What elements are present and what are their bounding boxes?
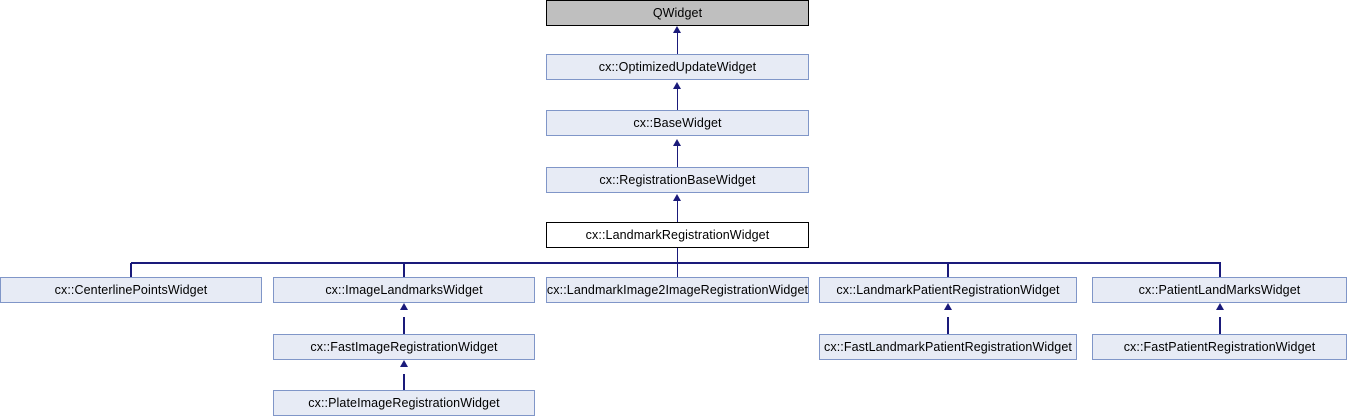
class-node-label: cx::LandmarkPatientRegistrationWidget: [836, 282, 1060, 297]
inheritance-arrow-icon: [400, 303, 408, 310]
inheritance-arrow-icon: [944, 303, 952, 310]
class-node-landmarkpatientregistrationwidget[interactable]: cx::LandmarkPatientRegistrationWidget: [819, 277, 1077, 303]
class-node-label: cx::BaseWidget: [633, 115, 722, 130]
edge-registrationbasewidget-to-basewidget: [676, 146, 679, 167]
edge-fastimageregistrationwidget-to-imagelandmarkswidget: [403, 317, 405, 335]
class-node-plateimageregistrationwidget[interactable]: cx::PlateImageRegistrationWidget: [273, 390, 535, 416]
edge-basewidget-to-optimizedupdatewidget: [676, 89, 679, 110]
class-node-label: cx::FastImageRegistrationWidget: [310, 339, 498, 354]
class-node-optimizedupdatewidget[interactable]: cx::OptimizedUpdateWidget: [546, 54, 809, 80]
class-node-label: cx::PlateImageRegistrationWidget: [308, 395, 500, 410]
edge-plateimageregistrationwidget-to-fastimageregistrationwidget: [403, 374, 405, 391]
edge-optimizedupdatewidget-to-qwidget: [676, 33, 679, 54]
class-node-label: cx::LandmarkRegistrationWidget: [585, 227, 770, 242]
class-node-label: QWidget: [652, 5, 703, 20]
class-node-label: cx::LandmarkImage2ImageRegistrationWidge…: [546, 282, 809, 297]
class-node-patientlandmarkswidget[interactable]: cx::PatientLandMarksWidget: [1092, 277, 1347, 303]
class-node-registrationbasewidget[interactable]: cx::RegistrationBaseWidget: [546, 167, 809, 193]
class-node-qwidget[interactable]: QWidget: [546, 0, 809, 26]
inheritance-arrow-icon: [673, 194, 682, 201]
edge-fastlandmarkpatientregistrationwidget-to-landmarkpatientregistrationwidget: [947, 317, 949, 335]
class-node-landmarkregistrationwidget[interactable]: cx::LandmarkRegistrationWidget: [546, 222, 809, 248]
edge-drop-imagelandmarkswidget: [403, 263, 405, 277]
class-node-centerlinepointswidget[interactable]: cx::CenterlinePointsWidget: [0, 277, 262, 303]
edge-drop-patientlandmarkswidget: [1219, 263, 1221, 277]
class-node-label: cx::PatientLandMarksWidget: [1138, 282, 1301, 297]
class-node-label: cx::FastPatientRegistrationWidget: [1123, 339, 1316, 354]
class-node-fastimageregistrationwidget[interactable]: cx::FastImageRegistrationWidget: [273, 334, 535, 360]
inheritance-arrow-icon: [673, 82, 682, 89]
class-node-imagelandmarkswidget[interactable]: cx::ImageLandmarksWidget: [273, 277, 535, 303]
edge-drop-landmarkpatientregistrationwidget: [947, 263, 949, 277]
class-node-label: cx::ImageLandmarksWidget: [325, 282, 483, 297]
inheritance-arrow-icon: [1216, 303, 1225, 310]
class-node-label: cx::CenterlinePointsWidget: [54, 282, 208, 297]
class-node-label: cx::RegistrationBaseWidget: [599, 172, 756, 187]
inheritance-arrow-icon: [673, 139, 682, 146]
class-node-fastlandmarkpatientregistrationwidget[interactable]: cx::FastLandmarkPatientRegistrationWidge…: [819, 334, 1077, 360]
inheritance-arrow-icon: [673, 26, 682, 33]
edge-bus-subclasses: [131, 262, 1221, 264]
class-node-label: cx::FastLandmarkPatientRegistrationWidge…: [824, 339, 1072, 354]
class-node-landmarkimage2imageregistrationwidget[interactable]: cx::LandmarkImage2ImageRegistrationWidge…: [546, 277, 809, 303]
inheritance-arrow-icon: [400, 360, 408, 367]
class-node-label: cx::OptimizedUpdateWidget: [598, 59, 757, 74]
edge-drop-landmarkimage2imageregistrationwidget: [676, 263, 679, 277]
edge-drop-centerlinepointswidget: [130, 263, 132, 277]
class-node-basewidget[interactable]: cx::BaseWidget: [546, 110, 809, 136]
edge-stem-landmarkregistrationwidget: [676, 248, 679, 264]
class-node-fastpatientregistrationwidget[interactable]: cx::FastPatientRegistrationWidget: [1092, 334, 1347, 360]
edge-landmarkregistrationwidget-to-registrationbasewidget: [676, 201, 679, 222]
edge-fastpatientregistrationwidget-to-patientlandmarkswidget: [1219, 317, 1221, 335]
